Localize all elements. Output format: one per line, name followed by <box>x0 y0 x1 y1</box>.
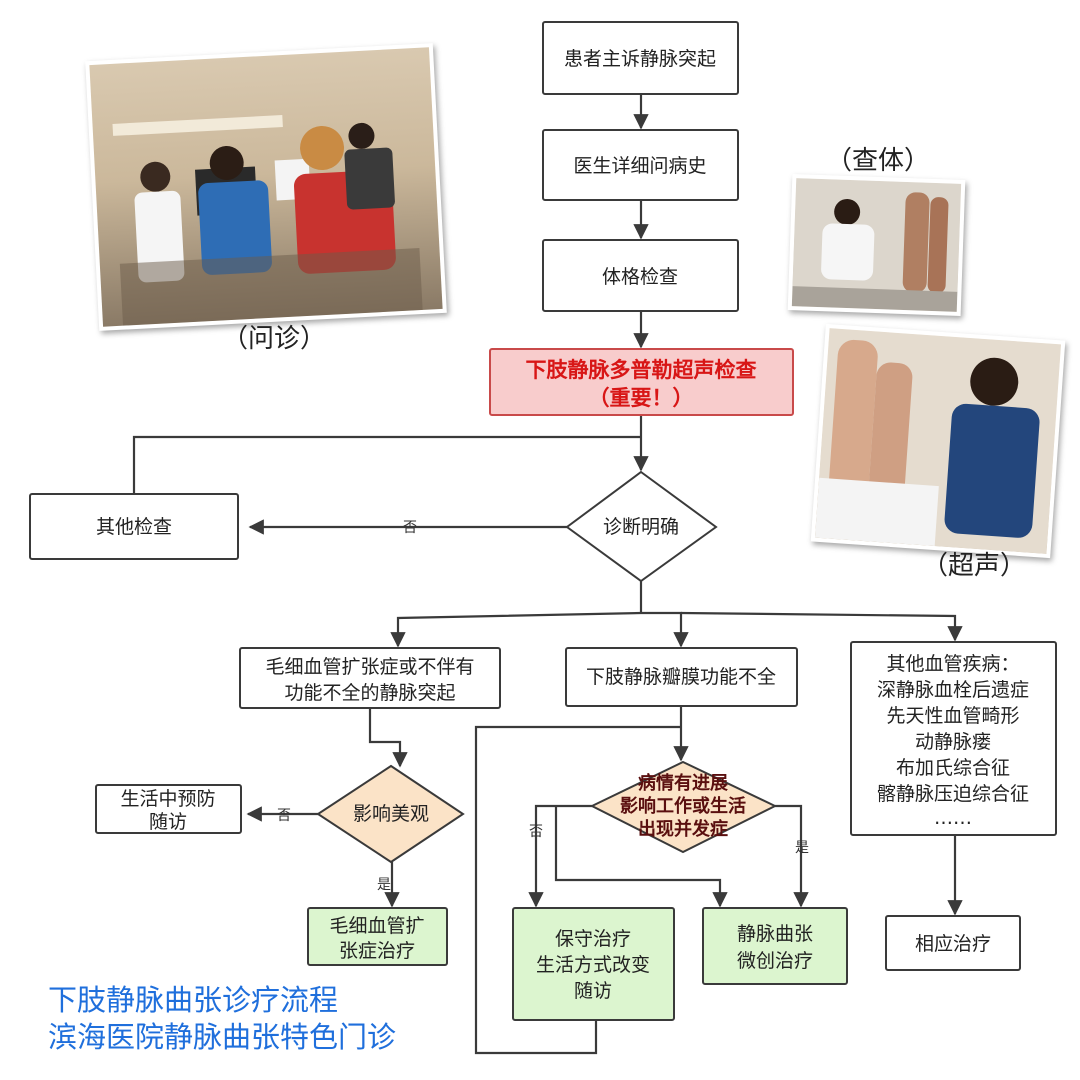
node-capillary-line2: 功能不全的静脉突起 <box>284 682 455 704</box>
node-doppler-line1: 下肢静脉多普勒超声检查 <box>526 358 757 382</box>
consult-scene-image <box>112 115 423 326</box>
node-cosmetic-text: 影响美观 <box>353 803 429 825</box>
node-conservative-line3: 随访 <box>574 980 612 1002</box>
edge-capillary-cosmetic <box>368 708 408 768</box>
node-valve: 下肢静脉瓣膜功能不全 <box>565 647 798 707</box>
node-doppler: 下肢静脉多普勒超声检查 （重要！） <box>489 348 794 416</box>
node-diagnosis-clear-text: 诊断明确 <box>603 516 679 538</box>
photo-ultrasound <box>810 323 1066 559</box>
node-lifestyle-prevent: 生活中预防 随访 <box>95 784 242 834</box>
caption-consult: （问诊） <box>222 324 327 354</box>
node-capillary-treat-line1: 毛细血管扩 <box>329 915 424 937</box>
ultrasound-image <box>814 328 1062 554</box>
caption-physical: （查体） <box>826 146 931 176</box>
label-progress-yes: 是 <box>795 840 809 856</box>
edge-progress-yes <box>775 804 809 908</box>
node-lifestyle-prevent-line2: 随访 <box>149 811 187 833</box>
node-progress-line1: 病情有进展 <box>638 772 729 794</box>
node-progress-line2: 影响工作或生活 <box>620 795 746 817</box>
node-minimal: 静脉曲张 微创治疗 <box>702 907 848 985</box>
node-minimal-line2: 微创治疗 <box>737 950 813 972</box>
node-complaint-text: 患者主诉静脉突起 <box>564 48 716 70</box>
node-progress: 病情有进展 影响工作或生活 出现并发症 <box>589 760 778 854</box>
node-exam-text: 体格检查 <box>602 266 678 288</box>
edge-conservative-loop <box>474 725 681 1055</box>
node-conservative: 保守治疗 生活方式改变 随访 <box>512 907 675 1021</box>
edge-split-othervascular <box>680 611 963 642</box>
node-capillary: 毛细血管扩张症或不伴有 功能不全的静脉突起 <box>239 647 501 709</box>
node-corresponding: 相应治疗 <box>885 915 1021 971</box>
label-progress-no: 否 <box>529 824 543 840</box>
label-cosmetic-no: 否 <box>277 808 291 824</box>
node-other-vascular-line5: 布加氏综合征 <box>896 757 1010 779</box>
node-lifestyle-prevent-line1: 生活中预防 <box>120 788 215 810</box>
label-cosmetic-yes: 是 <box>377 877 391 893</box>
edge-othercheck-loop <box>132 435 641 494</box>
edge-split-capillary <box>390 611 642 648</box>
edges <box>132 94 963 1055</box>
node-history-text: 医生详细问病史 <box>573 155 706 177</box>
node-complaint: 患者主诉静脉突起 <box>542 21 739 95</box>
node-diagnosis-clear: 诊断明确 <box>565 470 718 583</box>
node-other-check-text: 其他检查 <box>96 516 172 538</box>
photo-physical <box>787 174 966 316</box>
edge-split-valve <box>641 611 689 648</box>
node-valve-text: 下肢静脉瓣膜功能不全 <box>586 666 776 688</box>
node-other-check: 其他检查 <box>29 493 239 560</box>
node-other-vascular-line4: 动静脉瘘 <box>915 731 991 753</box>
caption-ultrasound: （超声） <box>922 551 1027 581</box>
node-exam: 体格检查 <box>542 239 739 312</box>
photo-consult <box>85 43 447 331</box>
node-other-vascular-line1: 其他血管疾病： <box>886 653 1019 675</box>
node-doppler-line2: （重要！） <box>589 386 694 410</box>
node-capillary-treat: 毛细血管扩 张症治疗 <box>307 907 448 966</box>
footer-subtitle: 滨海医院静脉曲张特色门诊 <box>48 1020 397 1054</box>
node-other-vascular-line2: 深静脉血栓后遗症 <box>877 679 1029 701</box>
node-other-vascular-line3: 先天性血管畸形 <box>886 705 1019 727</box>
edge-progress-inner <box>554 806 728 908</box>
node-conservative-line1: 保守治疗 <box>555 928 631 950</box>
node-cosmetic: 影响美观 <box>316 764 465 864</box>
node-other-vascular-line7: …… <box>934 807 972 829</box>
node-capillary-line1: 毛细血管扩张症或不伴有 <box>265 656 474 678</box>
node-corresponding-text: 相应治疗 <box>915 933 991 955</box>
node-history: 医生详细问病史 <box>542 129 739 201</box>
node-minimal-line1: 静脉曲张 <box>737 923 813 945</box>
node-other-vascular-line6: 髂静脉压迫综合征 <box>877 783 1029 805</box>
physical-exam-image <box>791 178 962 312</box>
node-progress-line3: 出现并发症 <box>638 818 728 840</box>
footer-title: 下肢静脉曲张诊疗流程 <box>48 983 339 1017</box>
node-capillary-treat-line2: 张症治疗 <box>339 940 415 962</box>
edge-progress-no <box>528 804 592 908</box>
node-other-vascular: 其他血管疾病： 深静脉血栓后遗症 先天性血管畸形 动静脉瘘 布加氏综合征 髂静脉… <box>850 641 1057 836</box>
label-diagnosis-no: 否 <box>403 520 417 536</box>
node-conservative-line2: 生活方式改变 <box>536 954 650 976</box>
